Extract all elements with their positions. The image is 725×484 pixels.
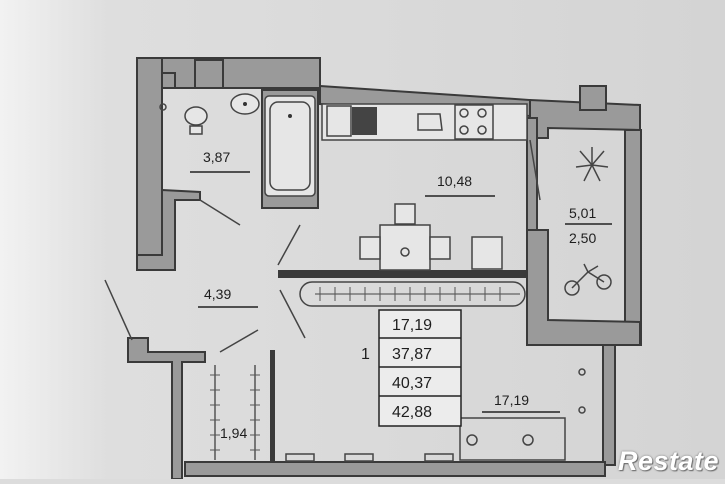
wall-balcony-bottom [526,229,641,346]
label-hall: 4,39 [204,286,231,302]
bicycle-icon [564,263,612,296]
living-furniture [285,368,586,462]
stove [454,104,494,140]
kitchen-appliance [417,113,443,131]
room-labels: 3,87 10,48 5,01 2,50 4,39 1,94 17,19 [190,149,612,441]
wall-balcony-right [624,129,642,346]
area-summary-table: 17,19 37,87 40,37 42,88 1 [361,309,462,427]
door-living [279,289,306,339]
door-bathroom [199,199,241,226]
summary-total-area: 37,87 [392,346,432,363]
label-living: 17,19 [494,392,529,408]
label-bathroom: 3,87 [203,149,230,165]
bathroom-fixtures [159,93,316,197]
shaft-block [194,59,224,89]
balcony-decor [564,147,612,296]
wall-living-right [602,344,616,466]
label-storage: 1,94 [220,425,247,441]
kitchen-fixtures [321,103,528,141]
brand-watermark: Restate [617,446,719,476]
storage-shelves [210,365,260,460]
door-swings [104,139,541,353]
kitchen-sink [326,105,352,137]
label-kitchen: 10,48 [437,173,472,189]
summary-total-full: 42,88 [392,404,432,421]
radiator-1 [285,453,315,462]
summary-rooms-count: 1 [361,346,370,363]
summary-living-area: 17,19 [392,317,432,334]
column-balcony [579,85,607,111]
wall-top-bathroom [161,57,321,89]
tv-console [459,417,566,461]
toilet [184,106,208,126]
bathtub [264,95,316,197]
door-storage [219,329,259,353]
wall-storage [270,350,275,465]
radiator-3 [424,453,454,462]
wall-bottom [184,461,606,477]
summary-total-with-balcony: 40,37 [392,375,432,392]
kitchen-oven [352,107,377,135]
dining-set [359,203,503,271]
chair-top [394,203,416,225]
label-balcony-full: 5,01 [569,205,596,221]
chair-left [359,236,381,260]
plant-icon [575,147,609,182]
door-kitchen [277,224,301,266]
wall-left-lower [127,337,206,480]
radiator-2 [344,453,374,462]
wall-left-upper [136,57,163,271]
door-entrance [104,279,133,341]
label-balcony-reduced: 2,50 [569,230,596,246]
door-balcony [529,139,541,201]
wall-partition-horizontal [278,270,528,278]
wardrobe [299,281,526,307]
kitchen-cabinet [471,236,503,270]
wall-bathroom-lower [136,188,201,271]
chair-right [429,236,451,260]
